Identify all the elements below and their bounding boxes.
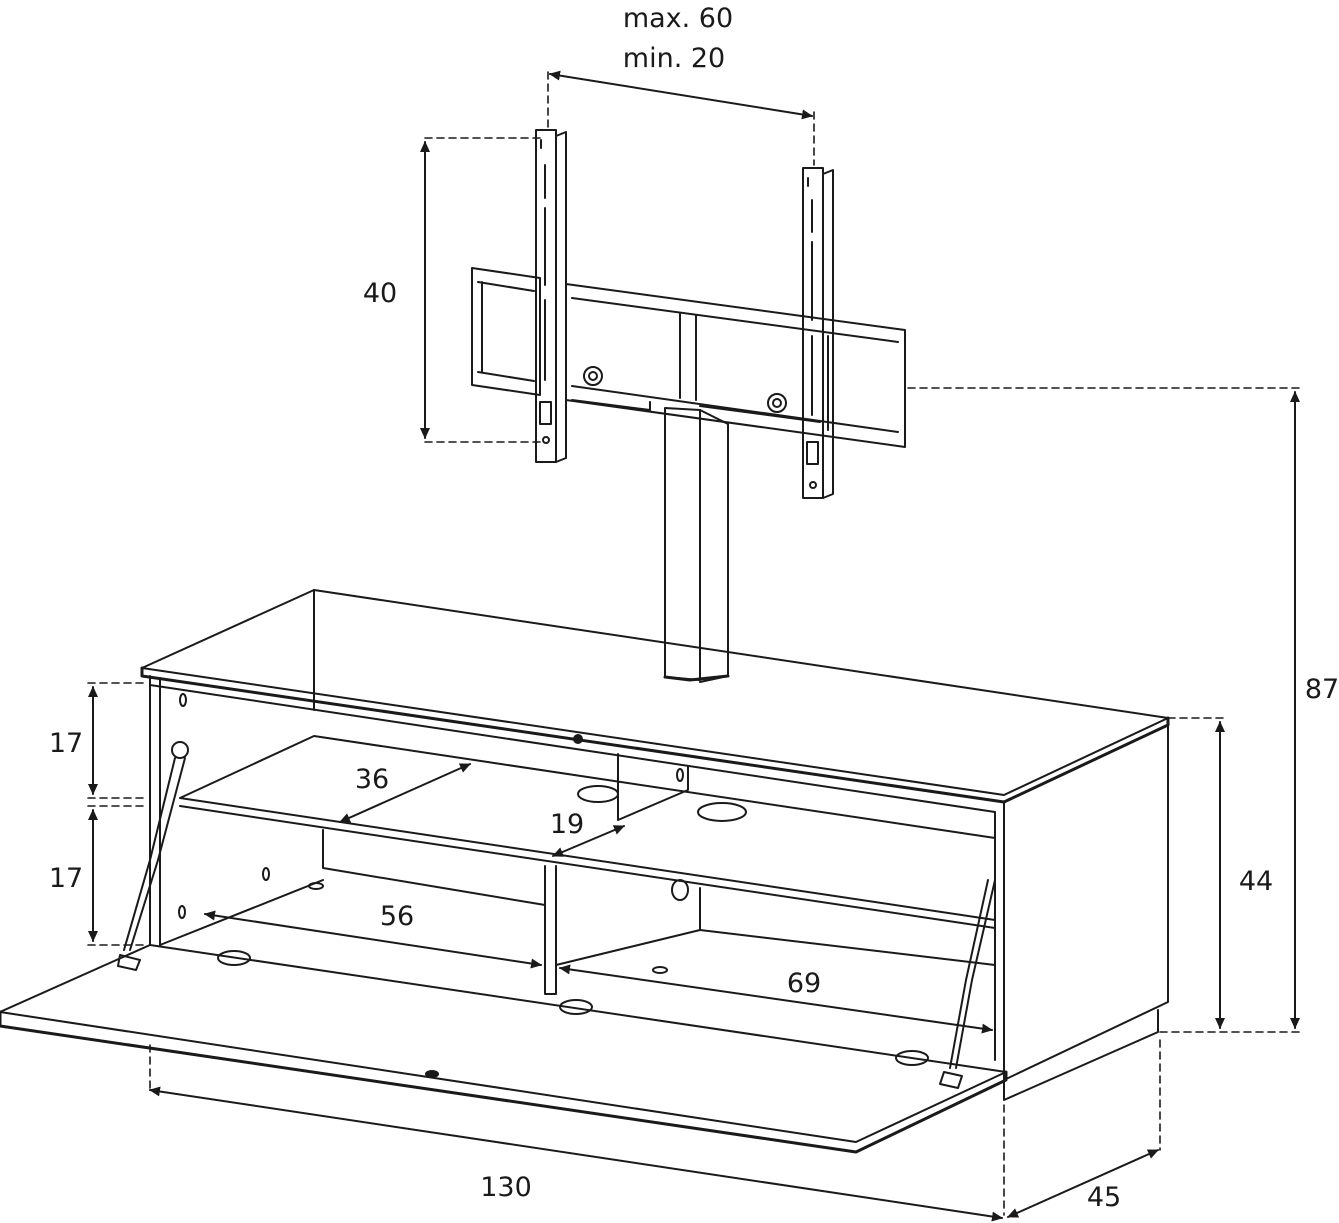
label-right-width: 69 — [787, 968, 821, 999]
label-depth: 45 — [1087, 1182, 1121, 1213]
cable-hole-2 — [697, 802, 747, 822]
label-left-width: 56 — [380, 901, 414, 932]
label-divider-gap: 19 — [550, 809, 584, 840]
crossbar-left — [471, 267, 541, 396]
dimension-lines — [87, 71, 1301, 1216]
middle-divider — [544, 865, 557, 995]
label-lower-compartment: 17 — [49, 863, 83, 894]
label-cabinet-height: 44 — [1239, 866, 1273, 897]
label-total-height: 87 — [1305, 674, 1339, 705]
cabinet-side — [1003, 724, 1169, 1081]
cabinet — [0, 589, 1170, 1154]
label-bracket-max: max. 60 — [623, 3, 733, 34]
crossbar-main — [565, 283, 906, 448]
label-bracket-min: min. 20 — [623, 43, 725, 74]
label-bracket-height: 40 — [363, 278, 397, 309]
arrow-total-width — [149, 1086, 1003, 1222]
arrow-left-width — [204, 910, 542, 969]
label-total-width: 130 — [480, 1172, 532, 1203]
dimension-labels: max. 60 min. 20 40 87 44 17 17 36 19 56 … — [49, 3, 1339, 1213]
label-upper-compartment: 17 — [49, 728, 83, 759]
cabinet-top — [141, 589, 1169, 796]
support-column — [663, 407, 730, 683]
vesa-bracket-left — [535, 129, 567, 463]
cable-hole-1 — [577, 785, 619, 803]
mount-knob-left — [583, 366, 603, 386]
gas-strut-right — [949, 879, 996, 1069]
arrow-depth — [1007, 1149, 1159, 1218]
mount-knob-right — [767, 393, 787, 413]
arrow-divider-gap — [552, 825, 625, 857]
tv-mount — [471, 129, 906, 683]
arrow-bracket-spacing — [549, 70, 813, 120]
arrow-right-width — [559, 964, 993, 1034]
label-shelf-depth: 36 — [355, 764, 389, 795]
dimension-arrows — [88, 70, 1300, 1222]
hinge-3 — [895, 1050, 929, 1066]
drop-door — [0, 944, 1007, 1143]
upper-shelf — [179, 735, 996, 929]
vesa-bracket-right — [802, 167, 834, 499]
arrow-shelf-depth — [339, 763, 471, 823]
gas-strut-left — [123, 757, 186, 951]
